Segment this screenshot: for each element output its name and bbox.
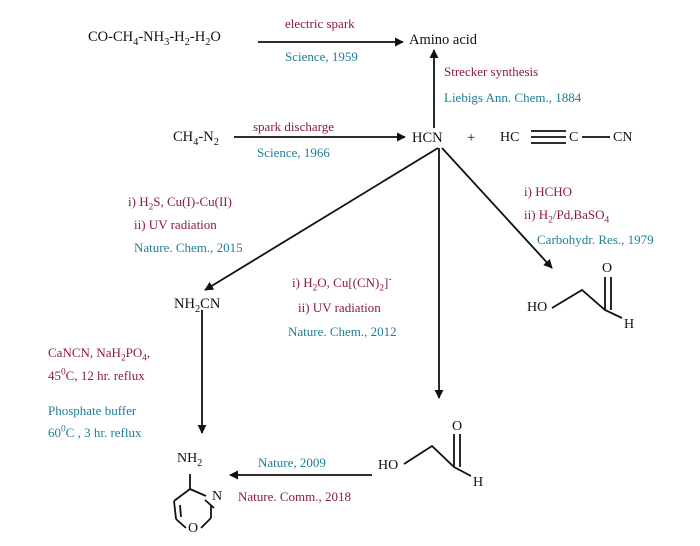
glycolaldehyde-bottom-h: H [473,475,484,490]
aminooxazole-ring [173,474,215,529]
aminooxazole-n: N [212,489,223,504]
condition-mid-1: i) H2O, Cu[(CN)2]- [292,274,392,294]
product-amino-acid: Amino acid [409,32,478,48]
cyanoacetylene-hc: HC [500,130,520,145]
reference-science-1959: Science, 1959 [285,49,358,64]
reference-nature-chem-2012: Nature. Chem., 2012 [288,324,397,339]
glycolaldehyde-right-ho: HO [527,300,548,315]
glycolaldehyde-bottom-o: O [452,419,463,434]
condition-cyanamide-1: i) H2S, Cu(I)-Cu(II) [128,194,232,213]
condition-mid-2: ii) UV radiation [298,300,381,315]
aminooxazole-nh2: NH2 [177,451,203,469]
condition-spark-discharge: spark discharge [253,119,334,134]
aminooxazole-o: O [188,521,199,536]
condition-oxazole-2: 450C, 12 hr. reflux [48,367,145,383]
reference-liebigs-1884: Liebigs Ann. Chem., 1884 [444,90,582,105]
condition-electric-spark: electric spark [285,16,355,31]
reference-science-1966: Science, 1966 [257,145,330,160]
cyanoacetylene-bonds [531,130,610,144]
condition-oxazole-3: 600C , 3 hr. reflux [48,424,142,440]
condition-oxazole-1: CaNCN, NaH2PO4, [48,345,151,364]
condition-right-2: ii) H2/Pd,BaSO4 [524,207,610,226]
condition-right-1: i) HCHO [524,184,573,199]
arrow-to-cyanamide [204,147,439,291]
cyanoacetylene-c: C [569,130,579,145]
plus-sign: + [467,130,476,146]
product-hcn: HCN [412,130,443,146]
reactants-row2: CH4-N2 [173,129,219,148]
reference-carbohydr-1979: Carbohydr. Res., 1979 [537,232,654,247]
reference-nature-2009: Nature, 2009 [258,455,326,470]
reference-nature-chem-2015: Nature. Chem., 2015 [134,240,243,255]
arrow-to-glycolaldehyde-right [441,147,553,269]
condition-strecker-synthesis: Strecker synthesis [444,64,539,79]
cyanoacetylene-cn: CN [613,130,633,145]
product-cyanamide: NH2CN [174,296,221,315]
glycolaldehyde-bottom-skeleton [403,434,472,477]
glycolaldehyde-bottom-ho: HO [378,458,399,473]
glycolaldehyde-right-h: H [624,317,635,332]
condition-phosphate-buffer: Phosphate buffer [48,403,137,418]
reference-nature-comm-2018: Nature. Comm., 2018 [238,489,352,504]
glycolaldehyde-right-o: O [602,261,613,276]
condition-cyanamide-2: ii) UV radiation [134,217,217,232]
glycolaldehyde-right-skeleton [551,277,623,319]
reactants-row1: CO-CH4-NH3-H2-H2O [88,29,221,48]
